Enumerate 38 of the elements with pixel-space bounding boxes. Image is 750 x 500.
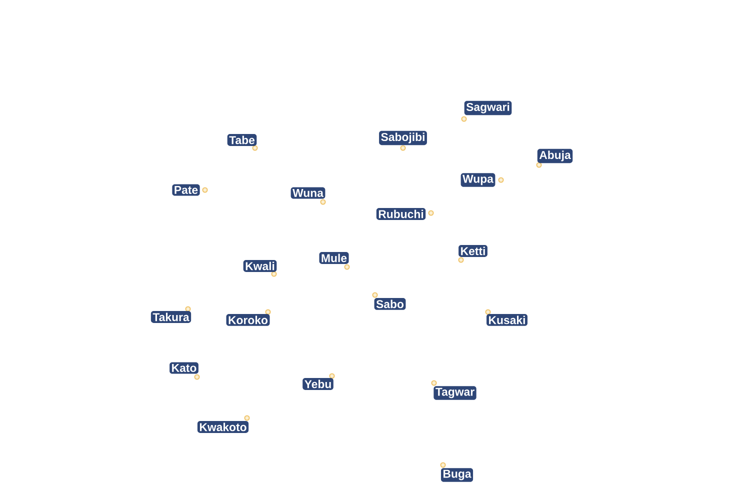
map-point <box>400 145 406 151</box>
map-point <box>265 309 271 315</box>
place-label: Tabe <box>227 134 257 146</box>
map-point <box>485 309 491 315</box>
map-point <box>320 199 326 205</box>
map-point <box>431 380 437 386</box>
place-label: Takura <box>150 311 192 323</box>
map-point <box>329 373 335 379</box>
place-label: Abuja <box>537 148 573 164</box>
place-label: Pate <box>172 184 200 196</box>
map-point <box>194 374 200 380</box>
place-label: Sabojibi <box>379 130 427 146</box>
map-point <box>498 177 504 183</box>
place-label: Mule <box>319 252 349 264</box>
map-point <box>372 292 378 298</box>
map-point <box>244 415 250 421</box>
place-label: Kwakoto <box>197 421 249 433</box>
place-label: Kwali <box>243 260 277 272</box>
map-point <box>344 264 350 270</box>
map-point <box>458 257 464 263</box>
map-point <box>461 116 467 122</box>
map-point <box>428 210 434 216</box>
map-point <box>440 462 446 468</box>
place-label: Koroko <box>226 314 270 326</box>
place-label: Ketti <box>458 245 488 257</box>
place-label: Buga <box>440 468 474 482</box>
map-point <box>536 162 542 168</box>
map-point <box>252 145 258 151</box>
place-label: Yebu <box>302 378 334 390</box>
place-label: Sabo <box>374 298 406 310</box>
place-label: Sagwari <box>464 100 512 116</box>
place-label: Kusaki <box>486 314 528 326</box>
place-label: Kato <box>170 362 198 374</box>
map-point <box>202 187 208 193</box>
place-label: Rubuchi <box>376 208 426 220</box>
place-label: Tagwar <box>434 386 476 400</box>
place-label: Wuna <box>290 187 326 199</box>
place-label: Wupa <box>460 173 496 187</box>
